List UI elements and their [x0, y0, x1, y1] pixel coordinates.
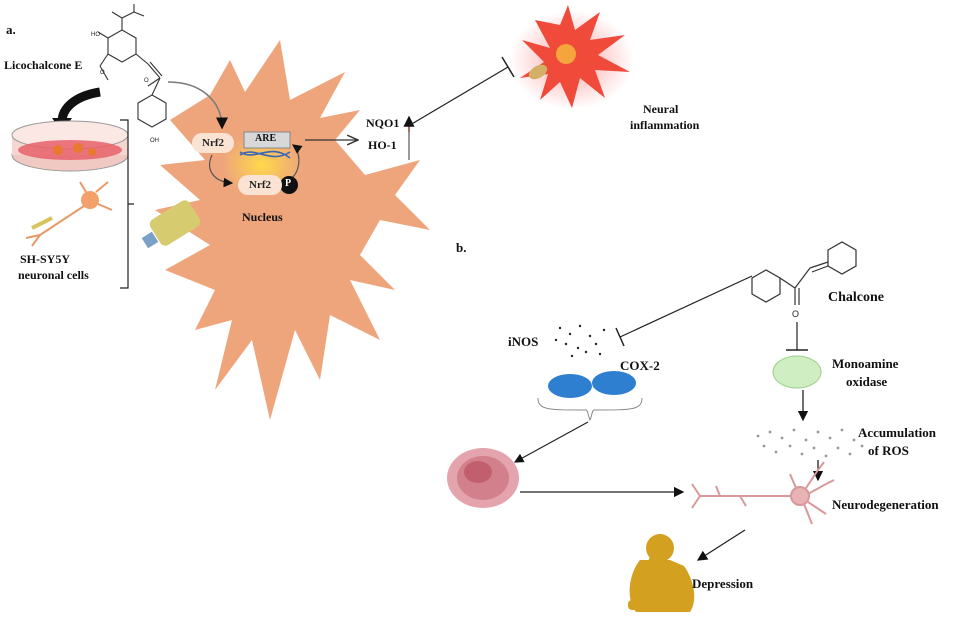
neurodegeneration-label: Neurodegeneration	[832, 497, 939, 512]
cox2-label: COX-2	[620, 358, 660, 373]
ros-dots	[756, 428, 864, 458]
chalcone-structure	[751, 241, 857, 305]
nucleus-label: Nucleus	[242, 210, 283, 224]
mao-blob	[772, 355, 822, 389]
enzyme-bracket	[537, 397, 643, 422]
nrf2-bottom-pill: Nrf2	[238, 175, 282, 195]
petri-dish	[11, 120, 129, 172]
struct-oh: OH	[150, 138, 159, 144]
enzyme-blobs	[548, 371, 636, 398]
mao-label-1: Monoamine	[832, 356, 899, 371]
sh-sy5y-label: SH-SY5Y	[20, 252, 71, 266]
to-inflammation-arrow	[513, 421, 589, 463]
panel-a-label: a.	[6, 22, 16, 37]
nqo1-label: NQO1	[366, 116, 400, 130]
are-label: ARE	[255, 133, 277, 144]
licochalcone-structure	[97, 4, 167, 128]
cytokine-cluster	[447, 448, 519, 508]
ros-label-1: Accumulation	[858, 425, 936, 440]
dna-helix	[239, 150, 291, 159]
nrf2-up-arrow	[291, 144, 303, 179]
ros-label-2: of ROS	[868, 443, 909, 458]
depression-label: Depression	[692, 576, 754, 591]
inhibition-line	[409, 66, 509, 126]
to-depression-arrow	[696, 529, 746, 561]
phospho-label: P	[285, 178, 292, 189]
inflammation-label: inflammation	[630, 118, 700, 132]
nrf2-top-pill: Nrf2	[192, 133, 234, 153]
astrocyte	[155, 40, 430, 420]
inhibition-bar	[501, 56, 515, 78]
chalcone-label: Chalcone	[828, 290, 884, 305]
depressed-person	[628, 534, 695, 612]
struct-o: O	[100, 70, 105, 76]
licochalcone-label: Licochalcone E	[4, 58, 83, 72]
struct-ho: HO	[91, 32, 100, 38]
nrf2-down-arrow	[209, 154, 234, 188]
chalcone-o: O	[792, 309, 799, 319]
entry-arrow	[167, 81, 228, 130]
neuronal-cells-label: neuronal cells	[18, 268, 89, 282]
degenerating-neuron	[691, 461, 835, 525]
cell-bracket	[120, 119, 134, 289]
pipette-tube	[141, 200, 201, 249]
inos-dots	[554, 324, 606, 358]
ho1-label: HO-1	[368, 138, 397, 152]
mao-label-2: oxidase	[846, 374, 888, 389]
are-box	[243, 131, 291, 149]
struct-o2: O	[144, 78, 149, 84]
chalcone-inhibit-bar	[615, 327, 625, 347]
axon-myelin	[31, 216, 53, 230]
inos-label: iNOS	[508, 334, 539, 349]
sh-sy5y-neuron	[25, 181, 113, 247]
neural-label: Neural	[643, 102, 679, 116]
treatment-arrow	[57, 87, 101, 123]
chalcone-inhibit-line	[619, 275, 753, 338]
panel-b-label: b.	[456, 240, 467, 255]
microglia-cell	[510, 5, 634, 110]
phospho-circle	[280, 176, 298, 194]
